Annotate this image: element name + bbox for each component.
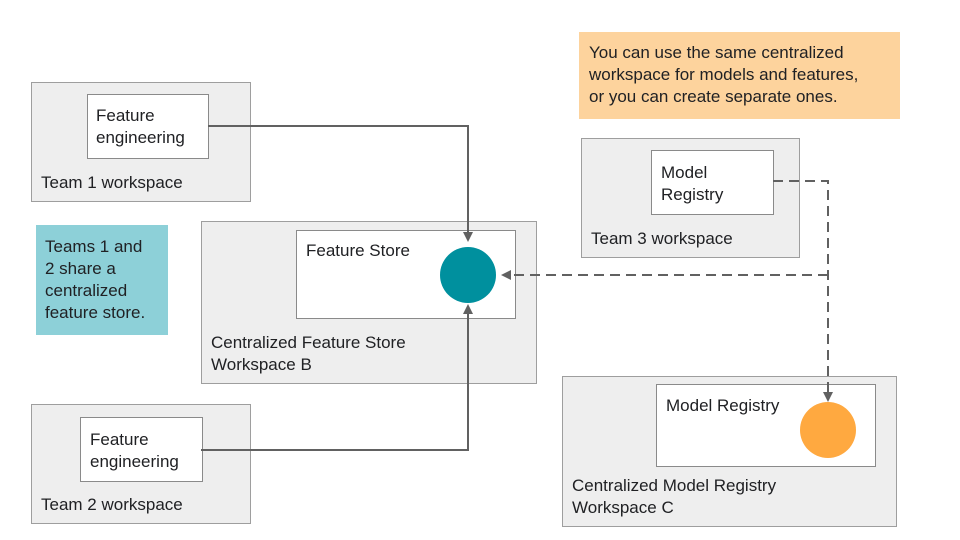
feature-store-label: Feature Store — [306, 241, 410, 260]
model-registry-workspace-label: Centralized Model Registry Workspace C — [572, 476, 777, 517]
team1-feature-engineering-label: Feature engineering — [96, 106, 185, 147]
team2-feature-engineering-box: Feature engineering — [80, 417, 203, 482]
model-registry-box: Model Registry — [656, 384, 876, 467]
team2-workspace: Feature engineering Team 2 workspace — [31, 404, 251, 524]
team3-workspace: Model Registry Team 3 workspace — [581, 138, 800, 258]
team3-model-registry-box: Model Registry — [651, 150, 774, 215]
team2-workspace-label: Team 2 workspace — [41, 495, 183, 514]
team1-workspace: Feature engineering Team 1 workspace — [31, 82, 251, 202]
team2-feature-engineering-label: Feature engineering — [90, 430, 179, 471]
feature-store-workspace: Feature Store Centralized Feature Store … — [201, 221, 537, 384]
model-registry-workspace: Model Registry Centralized Model Registr… — [562, 376, 897, 527]
team3-workspace-label: Team 3 workspace — [591, 229, 733, 248]
feature-store-workspace-label: Centralized Feature Store Workspace B — [211, 333, 406, 374]
shared-store-note: Teams 1 and 2 share a centralized featur… — [36, 225, 168, 335]
same-workspace-note: You can use the same centralized workspa… — [579, 32, 900, 119]
feature-store-box: Feature Store — [296, 230, 516, 319]
team3-model-registry-label: Model Registry — [661, 163, 724, 204]
team1-feature-engineering-box: Feature engineering — [87, 94, 209, 159]
team1-workspace-label: Team 1 workspace — [41, 173, 183, 192]
model-registry-label: Model Registry — [666, 396, 780, 415]
